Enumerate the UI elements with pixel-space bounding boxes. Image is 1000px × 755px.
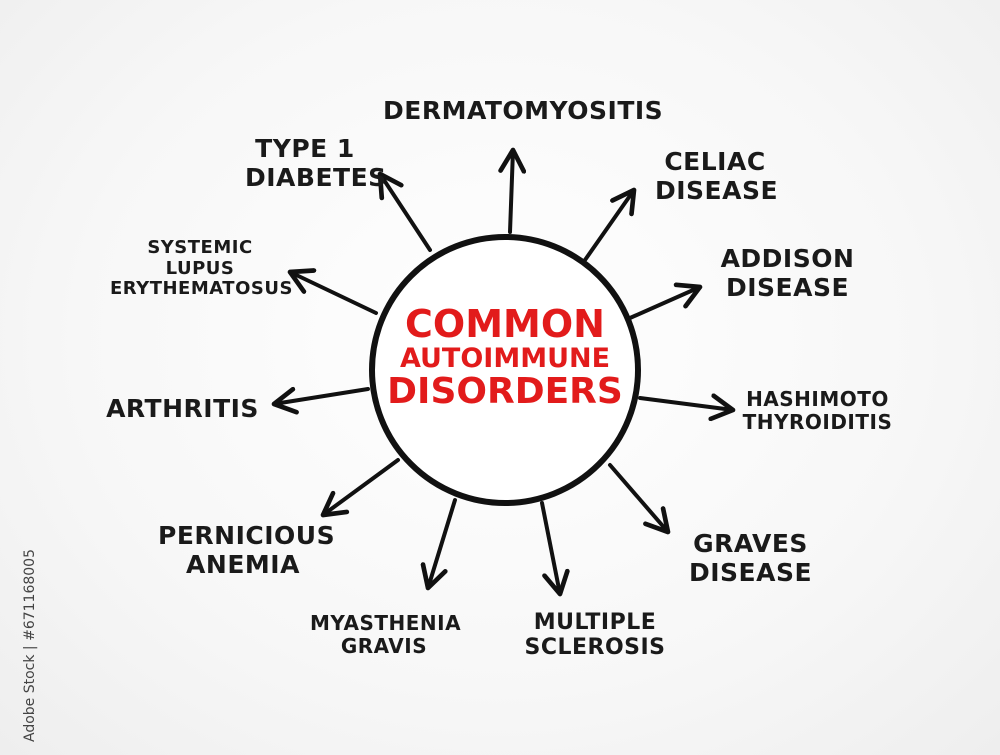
arrow-celiac: [583, 187, 637, 262]
node-celiac-line1: CELIAC: [664, 147, 766, 176]
node-ms-line2: SCLEROSIS: [524, 635, 666, 661]
node-pernicious-line1: PERNICIOUS: [158, 521, 336, 550]
center-title-line2: AUTOIMMUNE: [399, 342, 611, 374]
arrow-graves: [608, 463, 671, 535]
node-lupus-line1: SYSTEMIC: [147, 237, 253, 258]
node-pernicious-line2: ANEMIA: [186, 549, 300, 579]
arrow-pernicious: [320, 458, 400, 518]
node-type1-line2: DIABETES: [245, 162, 387, 192]
arrow-addison: [628, 282, 703, 320]
node-label-myasthenia: MYASTHENIA GRAVIS: [310, 611, 462, 658]
node-graves-line1: GRAVES: [693, 529, 808, 558]
node-label-lupus: SYSTEMIC LUPUS ERYTHEMATOSUS: [110, 237, 293, 300]
stock-watermark-id: Adobe Stock | #671168005: [22, 549, 38, 742]
node-label-dermatomyositis: DERMATOMYOSITIS: [383, 96, 664, 126]
node-type1-line1: TYPE 1: [255, 134, 355, 163]
node-hashimoto-line1: HASHIMOTO: [746, 387, 889, 411]
node-label-pernicious: PERNICIOUS ANEMIA: [158, 521, 336, 580]
node-label-arthritis: ARTHRITIS: [105, 394, 260, 424]
center-title-line3: DISORDERS: [387, 371, 623, 413]
node-label-type1: TYPE 1 DIABETES: [245, 134, 387, 193]
node-lupus-line3: ERYTHEMATOSUS: [110, 278, 293, 300]
arrow-arthritis: [271, 386, 370, 415]
arrow-myasthenia: [420, 498, 457, 591]
node-label-hashimoto: HASHIMOTO THYROIDITIS: [740, 388, 895, 434]
node-label-multiple-sclerosis: MULTIPLE SCLEROSIS: [520, 610, 670, 661]
arrow-dermatomyositis: [498, 147, 527, 234]
node-label-graves: GRAVES DISEASE: [688, 529, 813, 588]
node-addison-line1: ADDISON: [720, 244, 855, 273]
center-title-line1: COMMON: [405, 302, 605, 346]
arrow-hashimoto: [638, 393, 736, 422]
node-arthritis-line1: ARTHRITIS: [106, 394, 259, 423]
node-lupus-line2: LUPUS: [165, 257, 235, 279]
node-myasthenia-line1: MYASTHENIA: [310, 611, 462, 635]
arrows-group: [271, 147, 736, 597]
node-dermatomyositis-line1: DERMATOMYOSITIS: [383, 96, 664, 125]
node-hashimoto-line2: THYROIDITIS: [742, 410, 893, 434]
center-title: COMMON AUTOIMMUNE DISORDERS: [380, 302, 630, 413]
arrow-type1: [377, 171, 432, 252]
node-celiac-line2: DISEASE: [655, 175, 779, 205]
node-label-celiac: CELIAC DISEASE: [655, 147, 779, 206]
center-circle: [369, 234, 641, 506]
node-label-addison: ADDISON DISEASE: [720, 244, 855, 303]
node-addison-line2: DISEASE: [725, 272, 850, 302]
node-graves-line2: DISEASE: [688, 557, 813, 587]
arrow-multiple-sclerosis: [540, 501, 570, 597]
node-myasthenia-line2: GRAVIS: [340, 634, 428, 658]
arrow-lupus: [287, 268, 378, 315]
node-ms-line1: MULTIPLE: [533, 610, 657, 635]
